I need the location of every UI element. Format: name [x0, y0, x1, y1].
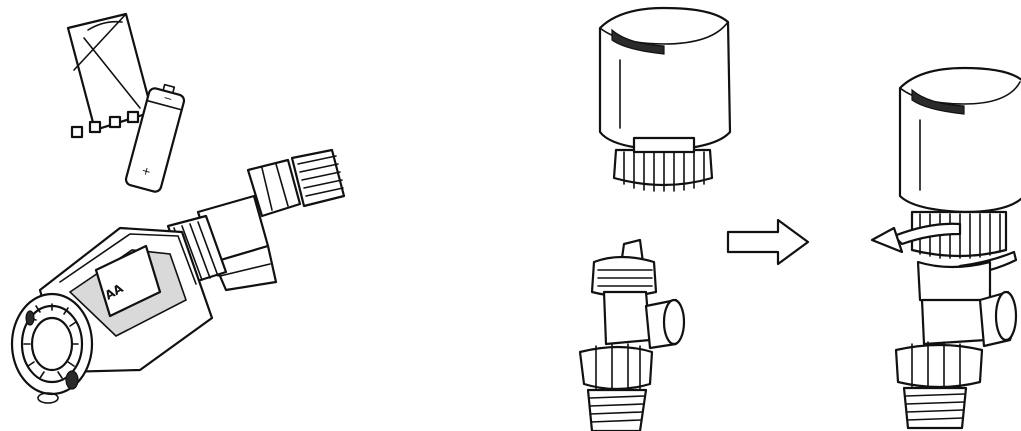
battery-plus-label: + [140, 164, 152, 179]
battery-minus-label: − [162, 91, 174, 106]
aa-battery: + − [124, 83, 186, 193]
thermostat-head-mounted [898, 66, 1021, 259]
radiator-valve-bare [578, 238, 686, 431]
step-arrow-icon [726, 218, 810, 266]
battery-cover [66, 12, 154, 139]
thermostat-head-detached [598, 6, 732, 192]
thermostat-open-with-valve: AA [10, 148, 346, 404]
radiator-valve-mounted [894, 260, 1018, 430]
